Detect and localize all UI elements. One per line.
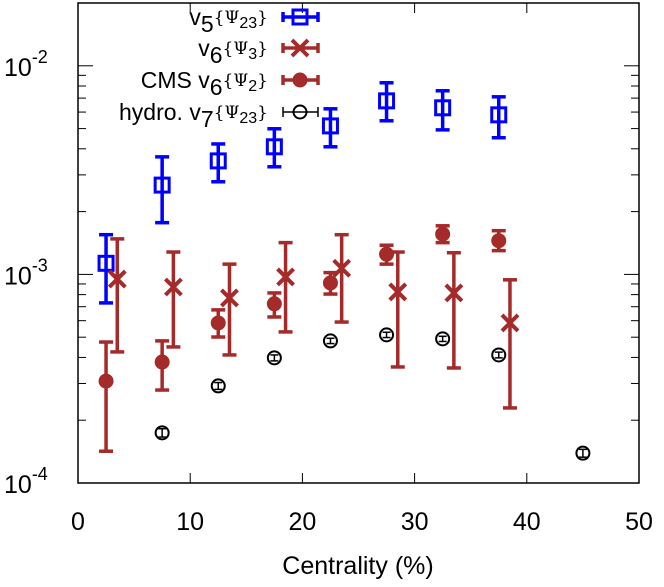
data-point (491, 347, 507, 363)
series-1 (107, 232, 520, 410)
series-0 (97, 81, 508, 305)
data-point (490, 95, 508, 140)
data-point (266, 291, 282, 319)
data-point (153, 155, 171, 225)
data-point (379, 327, 395, 343)
x-tick-labels: 0 10 20 30 40 50 (71, 508, 653, 536)
y-tick-label: 10-4 (4, 464, 48, 499)
data-point (321, 107, 339, 149)
x-tick-label: 50 (625, 508, 653, 536)
data-point (265, 127, 283, 169)
legend-label: CMS v6{Ψ2} (141, 67, 268, 100)
data-point (276, 240, 295, 334)
data-point (379, 243, 395, 266)
data-point (266, 350, 282, 366)
legend-entry: CMS v6{Ψ2} (141, 67, 320, 100)
y-tick-label: 10-3 (4, 255, 48, 290)
data-point (97, 232, 115, 305)
data-point (154, 339, 170, 392)
data-point (322, 333, 338, 349)
plot-series (97, 81, 591, 461)
data-point (435, 331, 451, 347)
legend-label: v5{Ψ23} (189, 4, 268, 37)
data-point (388, 250, 408, 369)
data-point (491, 228, 507, 253)
plot-frame (77, 2, 640, 484)
y-minor-ticks (78, 74, 639, 421)
x-tick-label: 0 (71, 508, 85, 536)
y-tick-labels: 10-4 10-3 10-2 (4, 47, 48, 499)
data-point (209, 142, 227, 184)
data-point (220, 262, 239, 357)
data-point (210, 378, 226, 394)
data-point (322, 270, 338, 296)
data-point (98, 340, 114, 453)
data-point (154, 425, 170, 441)
series-3 (154, 327, 591, 461)
legend-entry: v6{Ψ3} (198, 35, 320, 68)
x-axis-title: Centrality (%) (282, 552, 433, 580)
data-point (434, 89, 452, 132)
legend-label: v6{Ψ3} (198, 35, 268, 68)
data-point (210, 308, 226, 339)
data-point (107, 237, 127, 354)
data-point (500, 278, 520, 410)
x-tick-label: 30 (401, 508, 429, 536)
legend-entry: v5{Ψ23} (189, 4, 320, 37)
legend-entry: hydro. v7{Ψ23} (119, 99, 319, 132)
data-point (444, 250, 464, 370)
legend: v5{Ψ23}v6{Ψ3}CMS v6{Ψ2}hydro. v7{Ψ23} (119, 4, 320, 132)
y-tick-label: 10-2 (4, 47, 48, 82)
data-point (378, 81, 396, 123)
data-point (163, 250, 183, 349)
data-point (332, 232, 352, 324)
data-point (575, 445, 591, 461)
legend-label: hydro. v7{Ψ23} (119, 99, 268, 132)
x-tick-label: 20 (288, 508, 316, 536)
data-point (435, 224, 451, 245)
x-tick-label: 40 (513, 508, 541, 536)
series-2 (98, 224, 507, 453)
x-tick-label: 10 (176, 508, 204, 536)
